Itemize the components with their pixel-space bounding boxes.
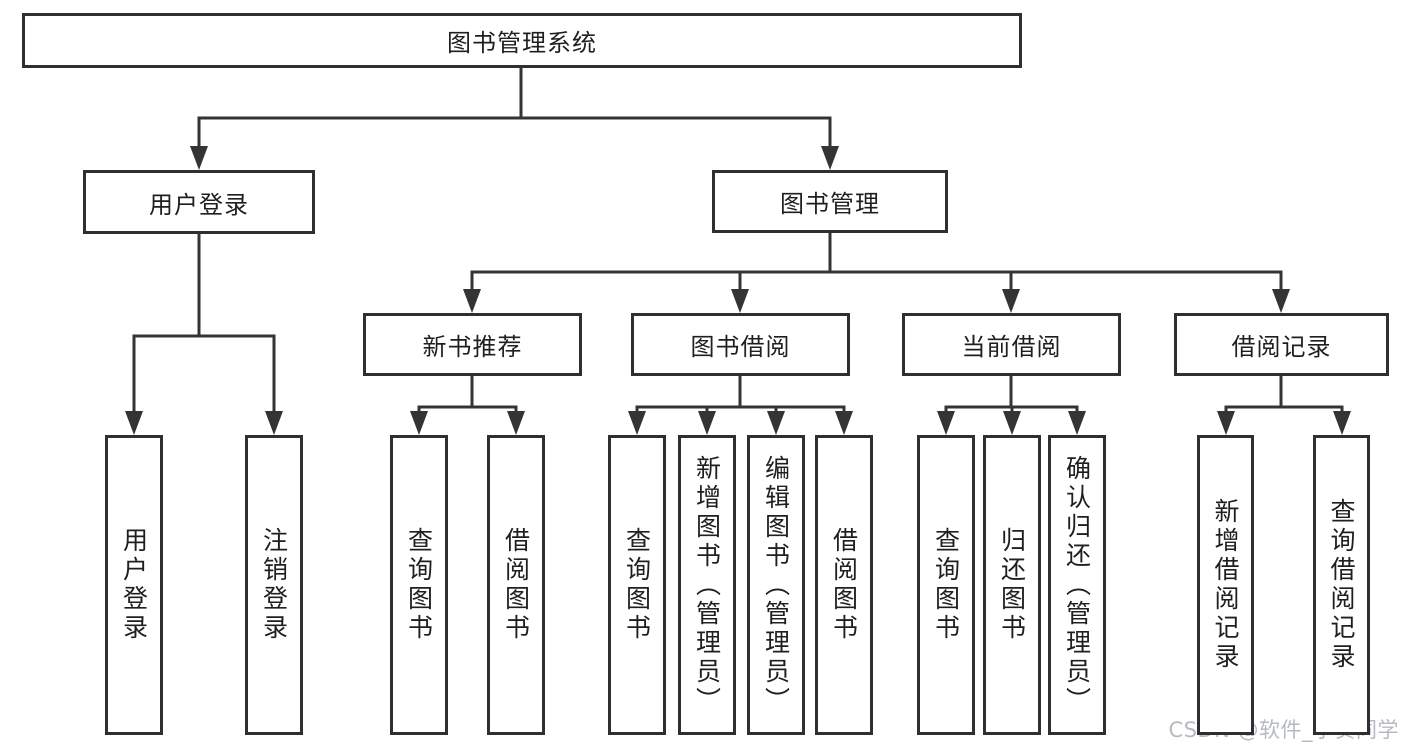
arrowhead-icon: [821, 146, 839, 170]
node-current-borrow: 当前借阅: [902, 313, 1121, 376]
arrowhead-icon: [731, 289, 749, 313]
node-borrow-books-1: 借阅图书: [487, 435, 545, 735]
arrowhead-icon: [937, 411, 955, 435]
node-label-book-management: 图书管理: [780, 190, 880, 218]
node-label-borrow-books-2: 借阅图书: [829, 527, 859, 643]
arrowhead-icon: [698, 411, 716, 435]
node-query-books-2: 查询图书: [608, 435, 666, 735]
arrowhead-icon: [125, 411, 143, 435]
node-label-borrow-books-1: 借阅图书: [501, 527, 531, 643]
node-label-add-borrow-record: 新增借阅记录: [1211, 498, 1240, 672]
node-label-current-borrow: 当前借阅: [961, 333, 1062, 361]
arrowhead-icon: [265, 411, 283, 435]
node-confirm-return-admin: 确认归还（管理员）: [1048, 435, 1106, 735]
node-borrow-books-2: 借阅图书: [815, 435, 873, 735]
node-label-confirm-return-admin: 确认归还（管理员）: [1062, 454, 1092, 716]
node-return-books: 归还图书: [983, 435, 1041, 735]
node-edit-books-admin: 编辑图书（管理员）: [747, 435, 805, 735]
node-logout-leaf: 注销登录: [245, 435, 303, 735]
node-label-library-system: 图书管理系统: [447, 29, 597, 57]
arrowhead-icon: [463, 289, 481, 313]
node-label-edit-books-admin: 编辑图书（管理员）: [761, 454, 791, 716]
arrowhead-icon: [507, 411, 525, 435]
node-add-borrow-record: 新增借阅记录: [1197, 435, 1254, 735]
node-add-books-admin: 新增图书（管理员）: [678, 435, 736, 735]
node-label-user-login-module: 用户登录: [149, 190, 249, 219]
arrowhead-icon: [190, 146, 208, 170]
node-label-return-books: 归还图书: [997, 527, 1027, 643]
node-borrow-records: 借阅记录: [1174, 313, 1389, 376]
arrowhead-icon: [1333, 411, 1351, 435]
node-label-user-login-leaf: 用户登录: [119, 527, 149, 643]
arrowhead-icon: [410, 411, 428, 435]
arrowhead-icon: [1217, 411, 1235, 435]
node-label-query-books-2: 查询图书: [622, 527, 652, 643]
node-query-borrow-record: 查询借阅记录: [1313, 435, 1370, 735]
node-label-new-book-recommend: 新书推荐: [422, 333, 523, 361]
node-query-books-3: 查询图书: [917, 435, 975, 735]
node-library-system: 图书管理系统: [22, 13, 1022, 68]
node-query-books-1: 查询图书: [390, 435, 448, 735]
node-user-login-leaf: 用户登录: [105, 435, 163, 735]
arrowhead-icon: [1002, 289, 1020, 313]
node-label-query-books-1: 查询图书: [404, 527, 434, 643]
arrowhead-icon: [1068, 411, 1086, 435]
node-book-management: 图书管理: [712, 170, 948, 233]
arrowhead-icon: [628, 411, 646, 435]
node-label-add-books-admin: 新增图书（管理员）: [692, 454, 722, 716]
arrowhead-icon: [835, 411, 853, 435]
arrowhead-icon: [1003, 411, 1021, 435]
node-label-logout-leaf: 注销登录: [259, 527, 289, 643]
node-label-query-borrow-record: 查询借阅记录: [1327, 498, 1356, 672]
arrowhead-icon: [1272, 289, 1290, 313]
node-label-borrow-records: 借阅记录: [1231, 333, 1332, 361]
node-user-login-module: 用户登录: [83, 170, 315, 234]
node-book-borrow: 图书借阅: [631, 313, 850, 376]
arrowhead-icon: [767, 411, 785, 435]
node-label-book-borrow: 图书借阅: [690, 333, 791, 361]
node-new-book-recommend: 新书推荐: [363, 313, 582, 376]
node-label-query-books-3: 查询图书: [931, 527, 961, 643]
